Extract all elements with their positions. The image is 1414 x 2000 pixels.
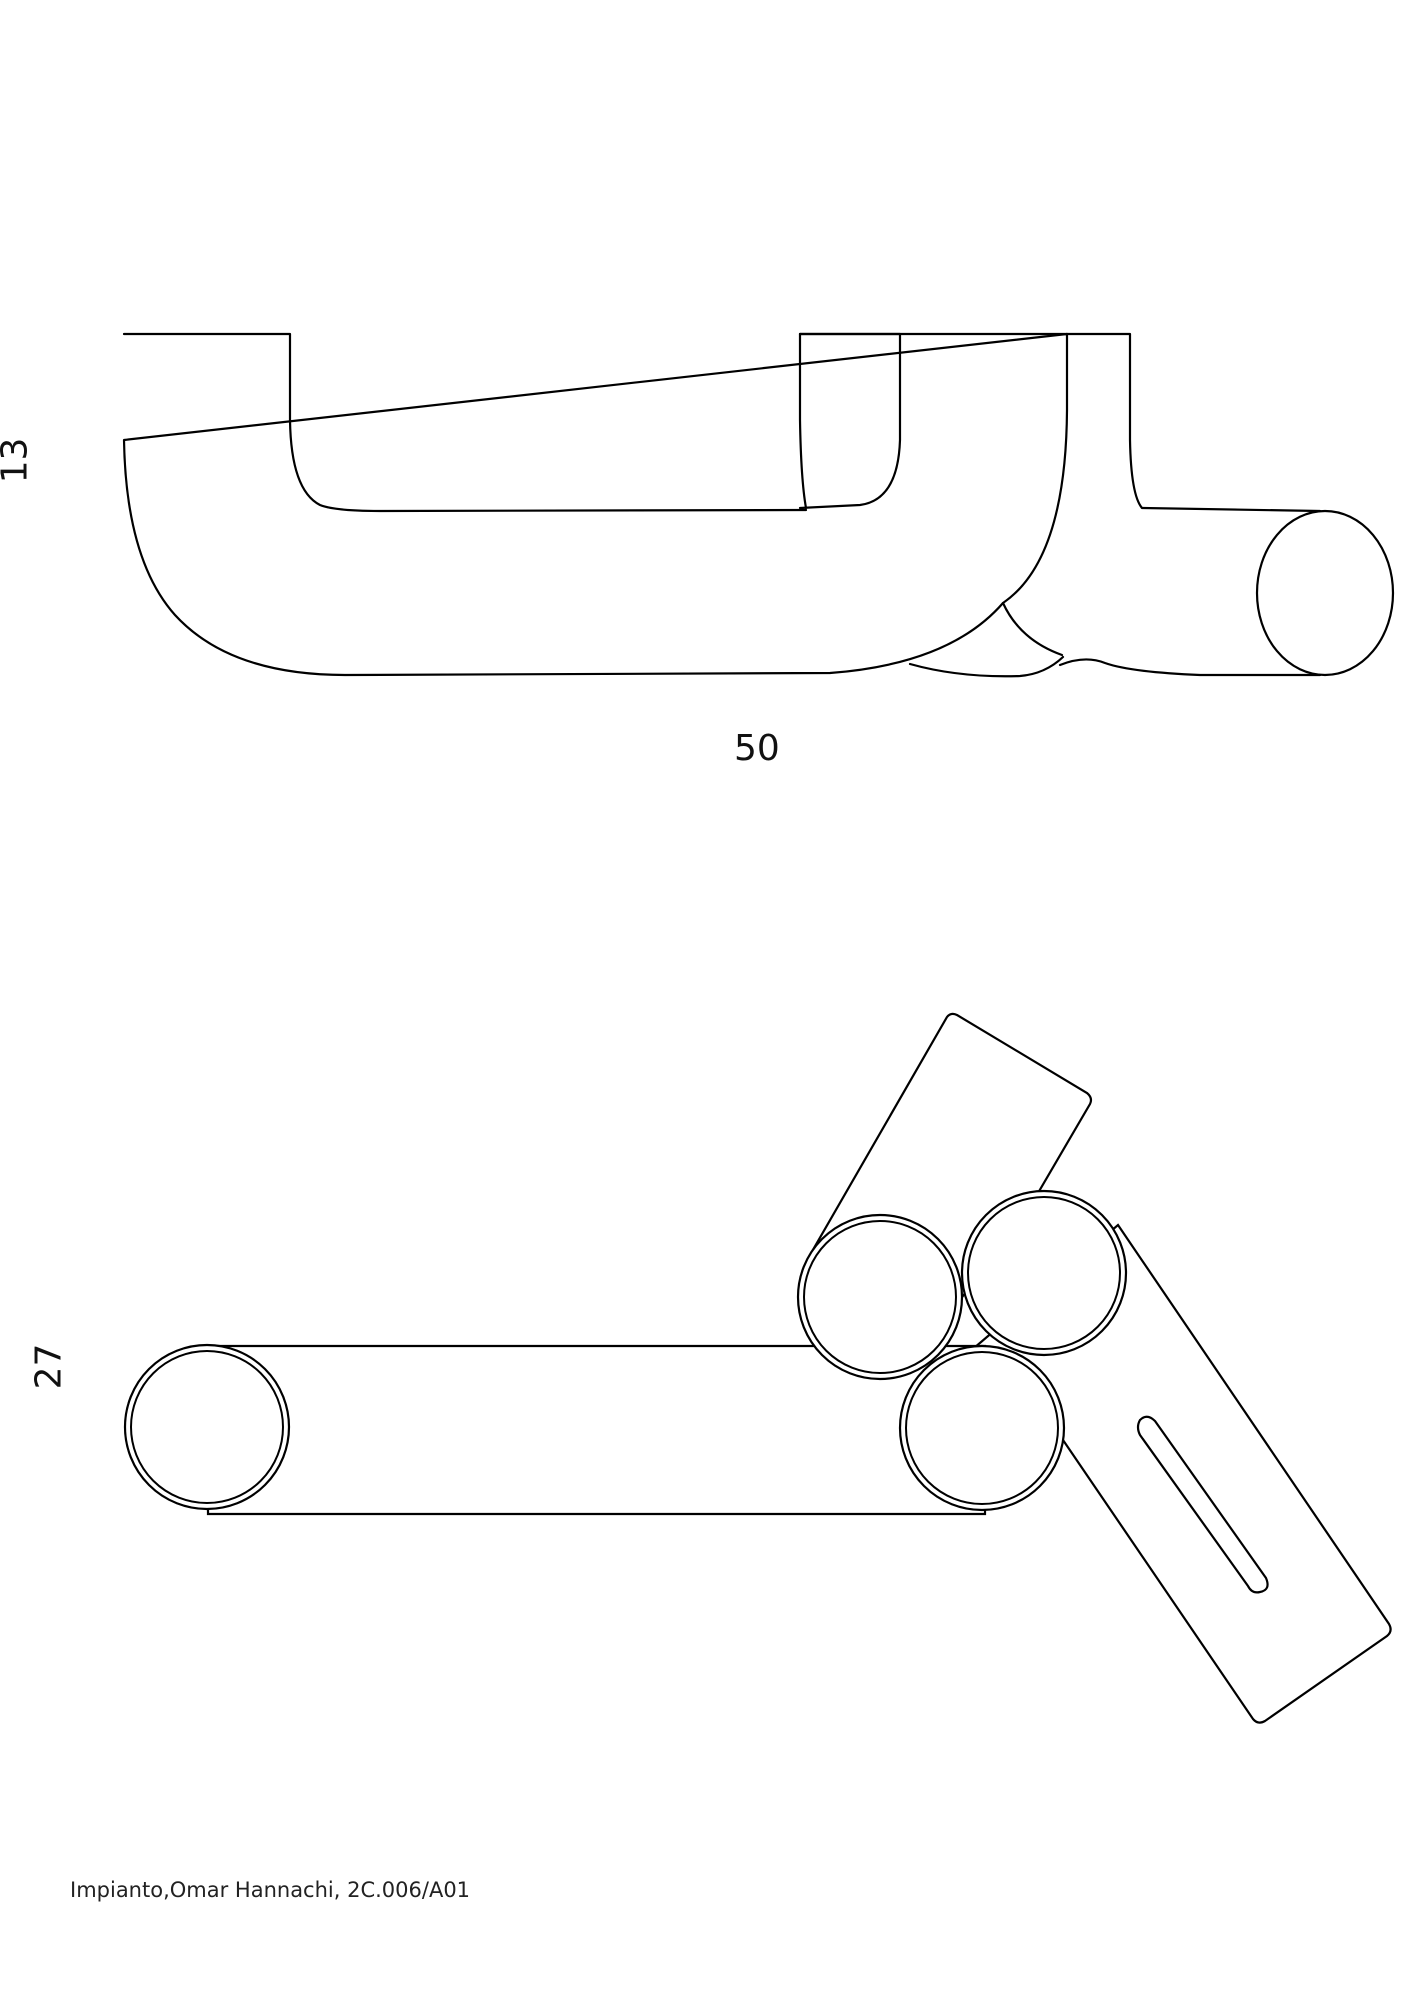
main-u-pipe bbox=[122, 332, 1069, 677]
middle-elbow-edge bbox=[798, 332, 808, 510]
tube-end-upper-right bbox=[960, 1189, 1128, 1357]
dimension-depth-27: 27 bbox=[28, 1343, 70, 1390]
tube-end-upper-left bbox=[796, 1213, 964, 1381]
tube-end-left bbox=[123, 1343, 291, 1511]
dimension-height-13: 13 bbox=[0, 437, 36, 484]
dimension-width-50: 50 bbox=[734, 728, 780, 769]
stub-pipe-end bbox=[1255, 509, 1395, 677]
middle-elbow bbox=[798, 332, 902, 510]
lower-joint-arc bbox=[908, 601, 1065, 678]
plan-view bbox=[123, 1012, 1392, 1724]
slot bbox=[1136, 1415, 1269, 1594]
tube-end-lower bbox=[898, 1344, 1066, 1512]
stub-pipe-body bbox=[1058, 332, 1322, 677]
elevation-view bbox=[122, 332, 1395, 678]
drawing-caption: Impianto,Omar Hannachi, 2C.006/A01 bbox=[70, 1878, 471, 1902]
